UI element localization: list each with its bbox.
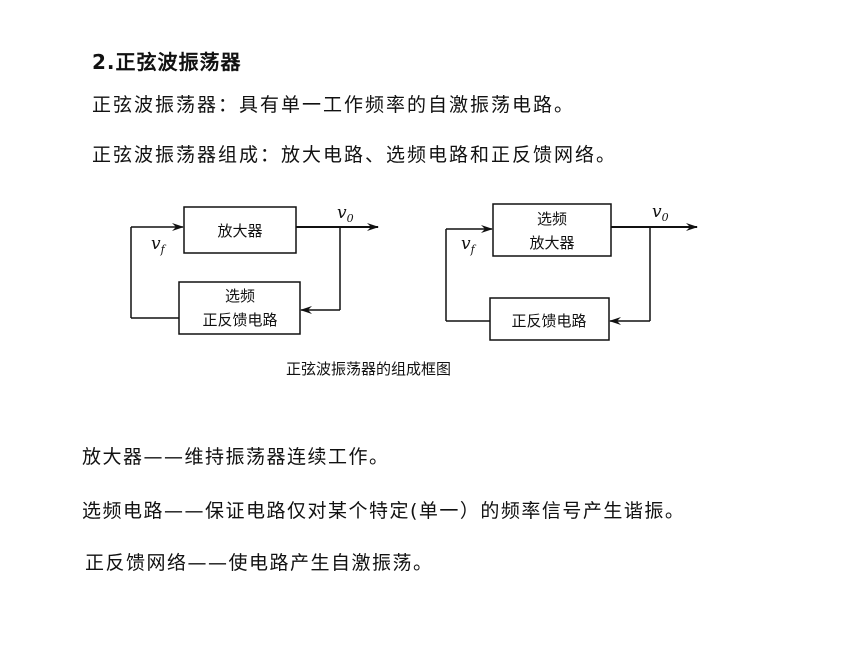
left-amplifier-box: [183, 206, 297, 254]
right-amplifier-label-2: 放大器: [529, 234, 574, 252]
left-feedback-label-2: 正反馈电路: [202, 311, 277, 329]
section-heading: 2.正弦波振荡器: [92, 50, 242, 74]
right-amplifier-box: [492, 203, 612, 257]
left-output-signal: v0: [337, 203, 354, 225]
right-feedback-label: 正反馈电路: [511, 312, 586, 330]
definition-line: 正弦波振荡器：具有单一工作频率的自激振荡电路。: [92, 94, 576, 116]
right-output-signal: v0: [652, 202, 669, 224]
left-diagram: [130, 206, 379, 335]
left-feedback-box: [178, 281, 301, 335]
right-input-signal: vf: [461, 234, 477, 256]
selector-role: 选频电路——保证电路仅对某个特定(单一）的频率信号产生谐振。: [82, 500, 686, 522]
diagram-caption: 正弦波振荡器的组成框图: [286, 360, 452, 378]
amplifier-role: 放大器——维持振荡器连续工作。: [82, 446, 390, 468]
left-amplifier-label: 放大器: [217, 222, 262, 240]
right-amplifier-label-1: 选频: [537, 210, 567, 228]
left-input-signal: vf: [151, 234, 167, 256]
right-diagram: [445, 203, 698, 341]
feedback-role: 正反馈网络——使电路产生自激振荡。: [85, 552, 434, 574]
right-feedback-box: [489, 297, 610, 341]
composition-line: 正弦波振荡器组成：放大电路、选频电路和正反馈网络。: [92, 144, 618, 166]
left-feedback-label-1: 选频: [225, 287, 255, 305]
